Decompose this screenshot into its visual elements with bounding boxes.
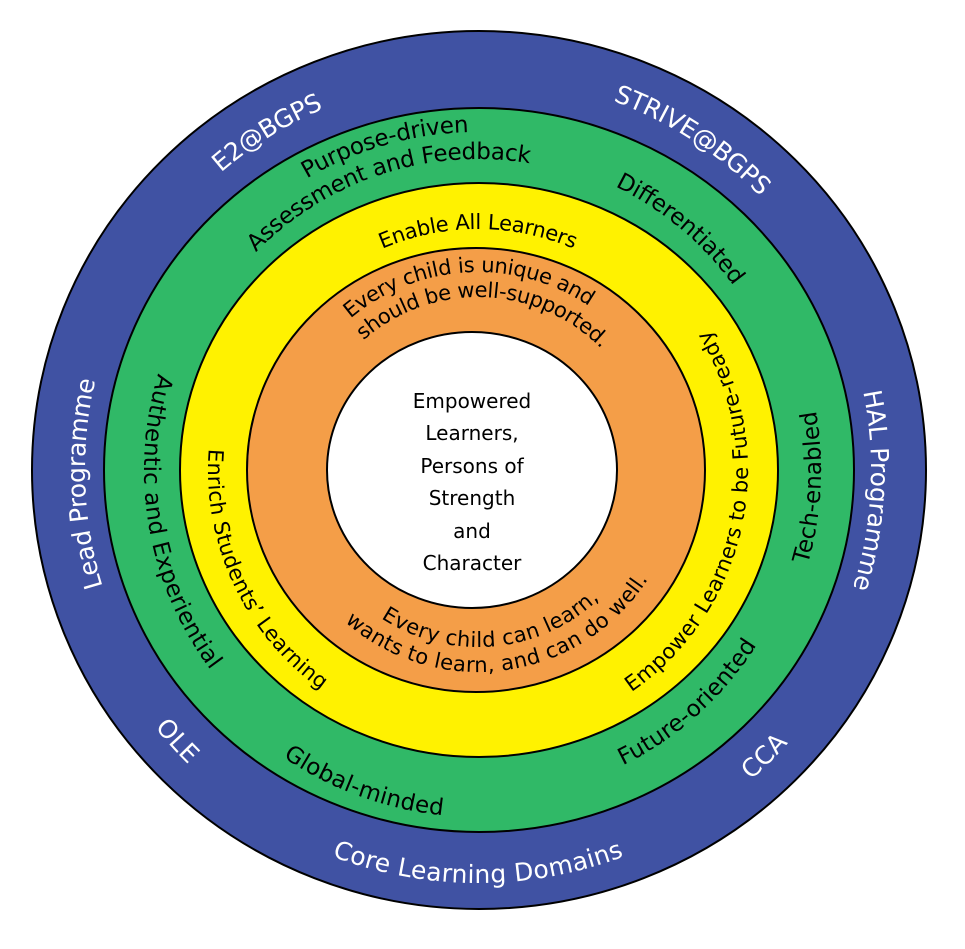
core-circle — [326, 331, 618, 609]
core-line: Strength — [429, 486, 516, 510]
core-statement: Empowered Learners, Persons of Strength … — [413, 389, 532, 575]
core-line: Empowered — [413, 389, 532, 413]
core-line: Character — [423, 551, 523, 575]
core-line: and — [453, 519, 491, 543]
core-line: Persons of — [420, 454, 524, 478]
core-line: Learners, — [425, 421, 518, 445]
